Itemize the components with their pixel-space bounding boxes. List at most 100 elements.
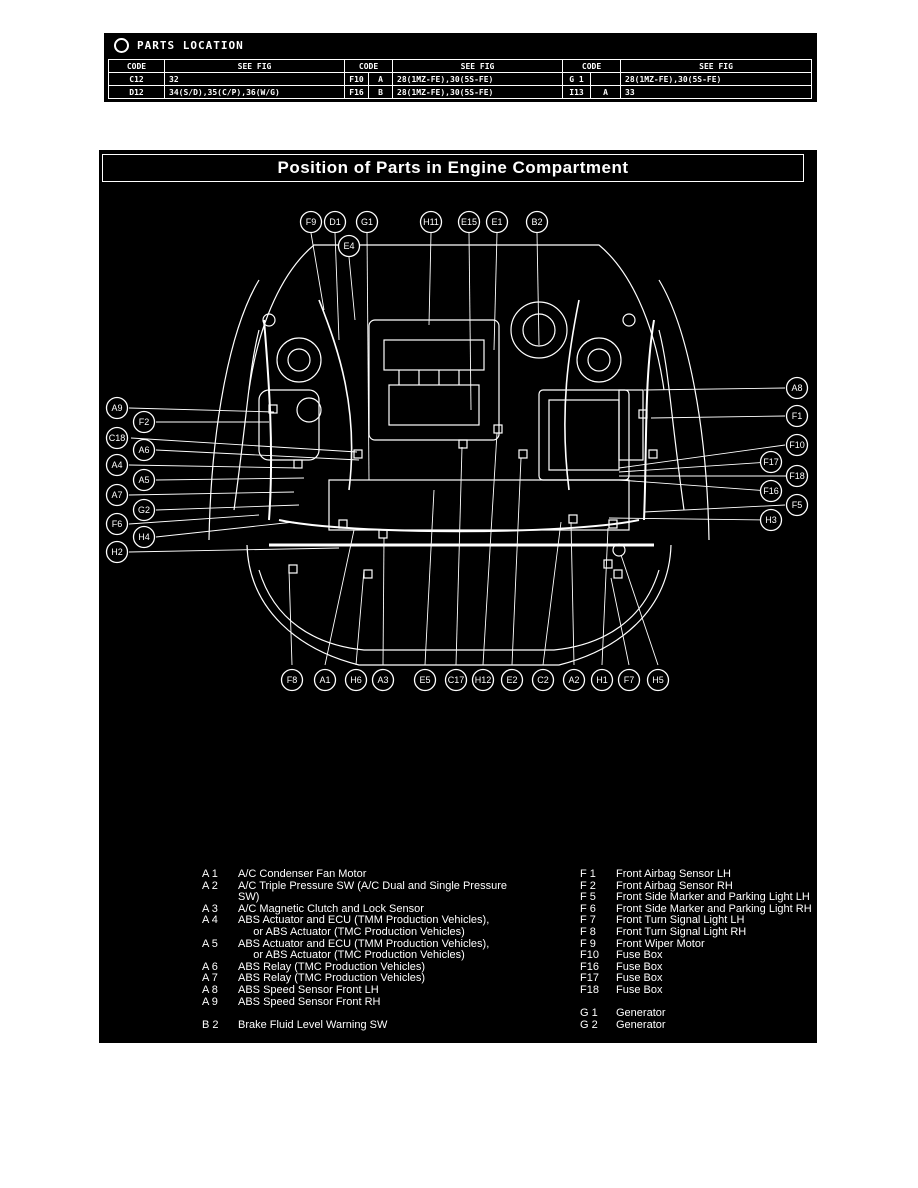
callout-label: F1 [792,411,803,421]
legend-description: Front Airbag Sensor LH [616,868,731,880]
legend-code: E 1 [202,1111,219,1124]
legend-code: F 9 [580,937,596,950]
parts-location-table: CODE SEE FIG CODE SEE FIG CODE SEE FIG C… [108,59,813,99]
callout-label: H12 [475,675,492,685]
callout-circle [785,376,809,400]
callout-label: F10 [789,440,805,450]
fender-outline [208,279,710,541]
legend-description: Front Turn Signal Light LH [616,914,745,927]
legend-code: H 2 [580,1053,598,1066]
callout-circle [590,668,614,692]
legend-description: Heated Oxygen Sensor (Bank 1 Sensor 1) [616,1111,823,1124]
callout-e5: E5 [413,668,437,692]
legend-code: F18 [580,983,599,996]
bumper-outline [246,544,672,666]
intake-manifold [383,339,485,371]
table-cell-fig: 28(1MZ-FE),30(5S-FE) [392,72,564,86]
table-cell-subcode: A [590,85,622,99]
callout-a7: A7 [105,483,129,507]
callout-circle [525,210,549,234]
callout-f8: F8 [280,668,304,692]
legend-description: ABS Relay (TMC Production Vehicles) [238,972,426,985]
callout-h12: H12 [471,668,495,692]
legend-code: C17 [202,1053,223,1066]
callout-label: H3 [765,515,777,525]
legend-description: Cruise Control Actuator [238,1041,352,1054]
callout-label: A7 [111,490,122,500]
legend-description: Crankshaft Position Sensor [238,1065,372,1078]
callout-e1: E1 [485,210,509,234]
legend-code: A 1 [202,868,218,880]
column-header: SEE FIG [392,59,564,73]
legend-description: A/C Triple Pressure SW (A/C Dual and Sin… [238,879,507,892]
legend-description: Fuse Box [616,949,663,962]
callout-circle [371,668,395,692]
callout-circle [457,210,481,234]
legend-description: Headlight Low LH [616,1065,703,1078]
callout-label: A6 [138,445,149,455]
callout-circle [337,234,361,258]
legend-code: H 4 [580,1076,598,1089]
table-row: D12 34(S/D),35(C/P),36(W/G) F16 B 28(1MZ… [108,85,813,99]
circle-icon [114,37,129,53]
callout-f18: F18 [785,464,809,488]
callout-circle [313,668,337,692]
callout-circle [105,426,129,450]
callout-label: A1 [319,675,330,685]
callout-label: A5 [138,475,149,485]
legend-item: F 1 Front Airbag Sensor LH [580,868,822,881]
legend-code: C 2 [202,1041,220,1054]
legend-code: F16 [580,960,599,973]
column-header: CODE [562,59,622,73]
callout-label: A3 [377,675,388,685]
table-row: C12 32 F10 A 28(1MZ-FE),30(5S-FE) G 1 28… [108,72,813,86]
legend-description: or ABS Actuator (TMC Production Vehicles… [238,925,465,938]
callout-label: F17 [763,457,779,467]
legend-code: H 6 [580,1099,598,1112]
legend-code: F 2 [580,879,596,892]
callout-circle [280,668,304,692]
legend-code: E 4 [202,1134,219,1147]
fuse-box [618,389,644,461]
callout-label: H2 [111,547,123,557]
legend-code: F 1 [580,868,596,880]
legend-description: Generator [616,1018,666,1031]
legend-description: ABS Speed Sensor Front RH [238,995,381,1008]
callout-f1: F1 [785,404,809,428]
callout-circle [785,464,809,488]
table-cell-code: D12 [108,85,165,99]
legend-code: H12 [580,1123,601,1136]
legend-code: D 1 [202,1088,220,1101]
legend-code [202,927,238,939]
legend-description: Fuse Box [616,960,663,973]
legend-description: Generator [616,1007,666,1020]
column-header: SEE FIG [620,59,813,73]
legend-code: C18 [202,1065,223,1078]
legend-code: A 2 [202,879,218,892]
legend-item: SW) [202,892,507,904]
callout-h3: H3 [759,508,783,532]
callout-circle [759,450,783,474]
callout-label: F8 [287,675,298,685]
table-cell-fig: 28(1MZ-FE),30(5S-FE) [620,72,813,86]
legend-description: Camshaft Position Sensor [238,1053,366,1066]
callout-label: H1 [596,675,608,685]
table-cell-fig: 32 [164,72,345,86]
callout-f17: F17 [759,450,783,474]
callout-label: A9 [111,403,122,413]
callout-label: H5 [652,675,664,685]
callout-c18: C18 [105,426,129,450]
